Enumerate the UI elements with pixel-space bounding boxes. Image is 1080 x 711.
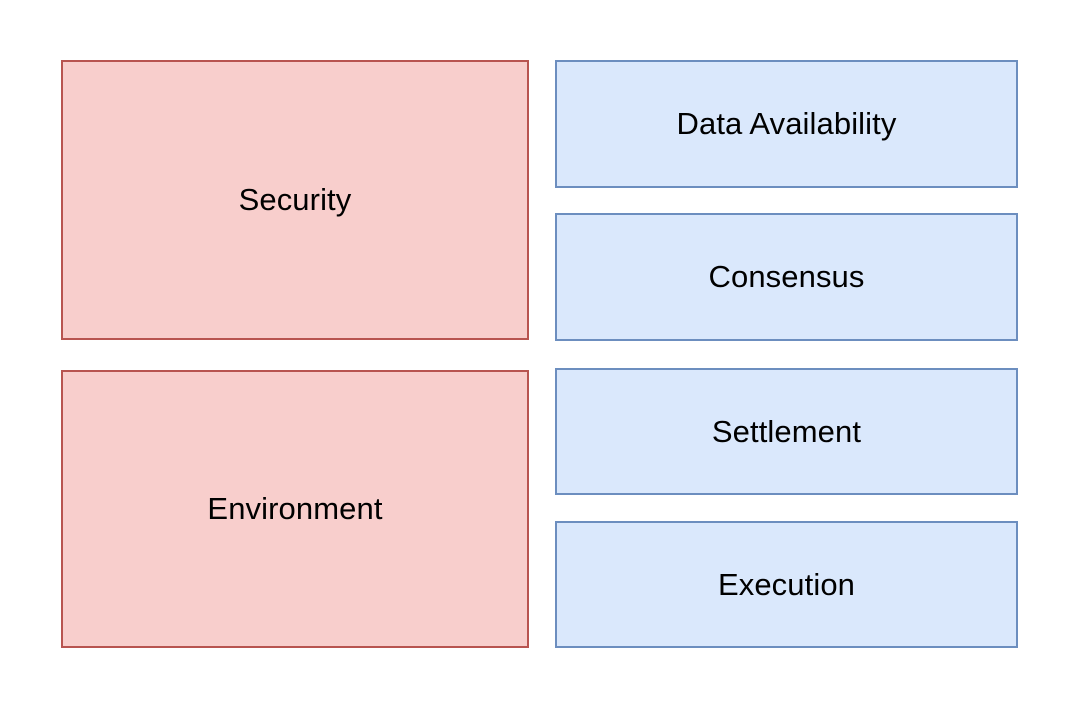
node-data-availability-label: Data Availability [676,106,897,142]
node-consensus-label: Consensus [708,259,865,295]
node-security-label: Security [238,182,352,218]
node-execution-label: Execution [717,566,856,602]
node-execution[interactable]: Execution [555,521,1018,648]
node-settlement-label: Settlement [711,413,862,449]
node-environment[interactable]: Environment [61,370,529,648]
node-settlement[interactable]: Settlement [555,368,1018,495]
node-environment-label: Environment [207,491,383,527]
node-data-availability[interactable]: Data Availability [555,60,1018,188]
node-security[interactable]: Security [61,60,529,340]
node-consensus[interactable]: Consensus [555,213,1018,341]
